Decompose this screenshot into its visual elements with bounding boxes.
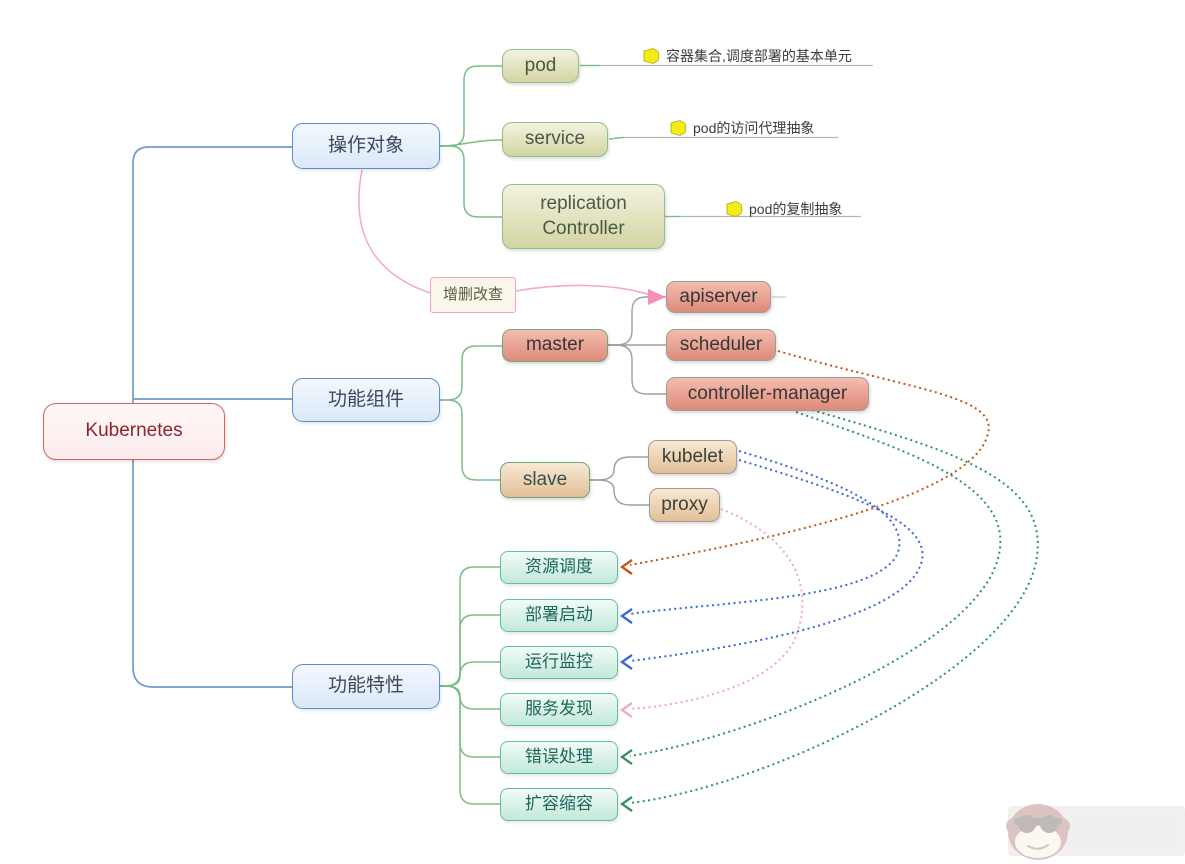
node-label: Kubernetes: [85, 420, 183, 442]
node-label: replication Controller: [540, 192, 627, 239]
callout-line-operation-objects-to-crud: [358, 169, 431, 294]
node-label: proxy: [661, 493, 708, 515]
relation-controller-manager-to-scaling: [629, 409, 1039, 804]
monkey-smile: [1027, 844, 1049, 850]
node-kubernetes[interactable]: Kubernetes: [43, 403, 225, 460]
arrowhead-deploy-start: [619, 608, 633, 624]
node-components[interactable]: 功能组件: [292, 378, 440, 422]
relation-kubelet-to-deploy-start: [629, 450, 901, 615]
node-label: 功能组件: [327, 388, 404, 410]
node-pod[interactable]: pod: [502, 49, 579, 83]
watermark-background: [1008, 806, 1185, 856]
branch-to-master: [440, 345, 502, 401]
node-controller-manager[interactable]: controller-manager: [666, 377, 869, 411]
node-service[interactable]: service: [502, 122, 608, 157]
node-proxy[interactable]: proxy: [649, 488, 720, 522]
node-slave[interactable]: slave: [500, 462, 590, 498]
note-icon: [643, 48, 660, 64]
monkey-face: [1015, 826, 1061, 858]
note-line-service-green: [608, 136, 625, 140]
branch-to-replication-controller: [440, 145, 502, 218]
node-master[interactable]: master: [502, 329, 608, 362]
note-icon: [670, 120, 687, 136]
monkey-sunglasses: [1018, 815, 1036, 833]
relation-controller-manager-to-error-handling: [629, 411, 1002, 757]
branch-to-error-handling: [440, 685, 500, 758]
branch-to-kubelet: [590, 456, 648, 481]
node-resource-scheduling[interactable]: 资源调度: [500, 551, 618, 584]
note-text: 容器集合,调度部署的基本单元: [666, 48, 852, 64]
node-label: kubelet: [661, 445, 724, 467]
branch-to-pod: [440, 65, 502, 147]
node-label: slave: [522, 468, 568, 490]
branch-to-run-monitoring: [440, 661, 500, 687]
watermark-text-block: [1072, 814, 1178, 848]
node-label: master: [525, 334, 585, 356]
node-label: 错误处理: [525, 747, 593, 767]
branch-to-deploy-start: [440, 614, 500, 687]
branch-to-resource-scheduling: [440, 566, 500, 687]
node-label: apiserver: [679, 285, 758, 307]
node-service-discovery[interactable]: 服务发现: [500, 693, 618, 726]
branch-to-slave: [440, 399, 500, 481]
node-label: service: [524, 128, 586, 150]
node-apiserver[interactable]: apiserver: [666, 281, 771, 313]
node-label: 部署启动: [525, 605, 593, 625]
monkey-head: [1008, 804, 1068, 860]
node-kubelet[interactable]: kubelet: [648, 440, 737, 474]
node-label: scheduler: [679, 333, 763, 355]
note-replication-controller: pod的复制抽象: [726, 199, 842, 219]
branch-to-service: [439, 139, 503, 147]
arrowhead-service-discovery: [619, 702, 633, 718]
node-scaling[interactable]: 扩容缩容: [500, 788, 618, 821]
relation-scheduler-to-resource-scheduling: [629, 350, 990, 566]
node-error-handling[interactable]: 错误处理: [500, 741, 618, 774]
relation-proxy-to-service-discovery: [629, 508, 804, 710]
node-crud[interactable]: 增删改查: [430, 277, 516, 313]
note-text: pod的复制抽象: [749, 201, 843, 217]
node-deploy-start[interactable]: 部署启动: [500, 599, 618, 632]
note-text: pod的访问代理抽象: [693, 120, 815, 136]
watermark-logo: [1006, 804, 1185, 860]
node-label: controller-manager: [687, 382, 848, 404]
relation-kubelet-to-run-monitoring: [629, 459, 924, 662]
node-label: 服务发现: [525, 699, 593, 719]
arrowhead-error-handling: [619, 749, 633, 765]
branch-to-scaling: [440, 685, 500, 805]
note-service: pod的访问代理抽象: [670, 118, 814, 138]
note-pod: 容器集合,调度部署的基本单元: [643, 46, 852, 66]
arrowhead-resource-scheduling: [619, 559, 633, 575]
node-run-monitoring[interactable]: 运行监控: [500, 646, 618, 679]
node-label: 操作对象: [327, 134, 404, 156]
callout-arrowhead: [648, 289, 666, 305]
branch-to-controller-manager: [608, 344, 666, 395]
node-label: pod: [524, 54, 557, 76]
node-features[interactable]: 功能特性: [292, 664, 440, 709]
note-icon: [726, 201, 743, 217]
node-operation-objects[interactable]: 操作对象: [292, 123, 440, 169]
node-replication-controller[interactable]: replication Controller: [502, 184, 665, 249]
node-label: 资源调度: [525, 557, 593, 577]
node-label: 功能特性: [327, 675, 404, 697]
arrowhead-run-monitoring: [619, 654, 633, 670]
branch-to-apiserver: [608, 296, 666, 346]
arrowhead-scaling: [619, 796, 633, 812]
branch-to-proxy: [590, 479, 649, 506]
node-scheduler[interactable]: scheduler: [666, 329, 776, 361]
node-label: 增删改查: [442, 286, 503, 304]
callout-line-crud-to-apiserver: [515, 284, 651, 296]
node-label: 扩容缩容: [525, 794, 593, 814]
node-label: 运行监控: [525, 652, 593, 672]
branch-to-service-discovery: [440, 685, 500, 710]
